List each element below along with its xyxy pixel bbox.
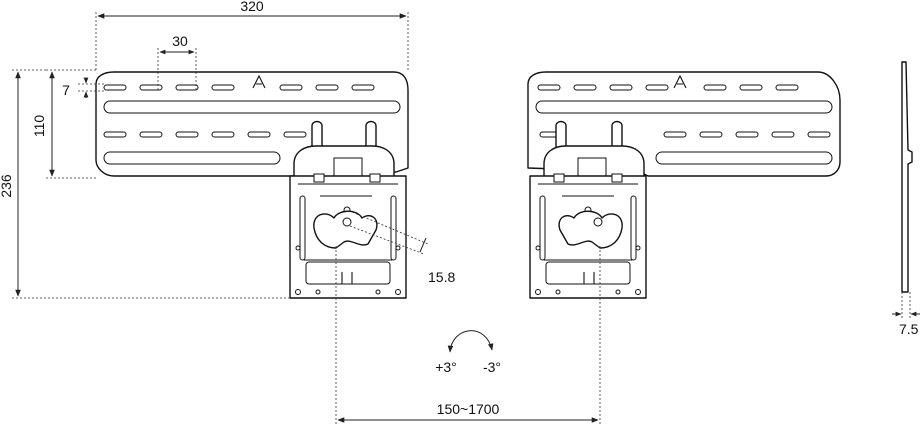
label-adjustable-range: 150~1700 xyxy=(437,401,500,417)
left-hinge-block xyxy=(333,157,363,179)
label-width-320: 320 xyxy=(240,0,264,14)
label-thickness-7-5: 7.5 xyxy=(899,321,919,337)
dim-slot-height-7 xyxy=(78,77,104,98)
right-slot-row-mid xyxy=(539,131,831,138)
dim-slot-pitch-30 xyxy=(157,48,197,92)
label-total-height-236: 236 xyxy=(0,174,14,198)
dim-tilt-offset-15-8 xyxy=(349,211,429,255)
side-profile-plate xyxy=(901,61,913,293)
left-heart-cutout xyxy=(313,210,378,249)
label-tilt-plus: +3° xyxy=(435,359,457,375)
right-heart-cutout xyxy=(558,210,623,249)
tilt-rotation-arc-icon xyxy=(447,330,494,353)
left-long-slot-upper xyxy=(103,100,401,114)
side-profile xyxy=(892,61,920,318)
left-slot-row-top xyxy=(103,84,375,91)
dim-plate-height-110 xyxy=(46,69,96,179)
right-long-slot-upper xyxy=(535,100,833,114)
right-bracket xyxy=(527,71,841,299)
left-hook-2 xyxy=(365,120,377,149)
left-logo-icon xyxy=(252,74,266,89)
right-hook-2 xyxy=(611,120,623,149)
right-hook-1 xyxy=(555,120,567,149)
label-tilt-minus: -3° xyxy=(483,359,501,375)
right-logo-icon xyxy=(673,74,687,89)
left-long-slot-lower xyxy=(103,151,281,165)
left-hook-1 xyxy=(311,120,323,149)
left-bracket xyxy=(95,71,409,299)
right-hinge-block xyxy=(577,157,607,179)
right-slot-row-top xyxy=(537,84,799,91)
dim-total-height-236 xyxy=(12,69,290,299)
left-slot-row-mid xyxy=(103,131,307,138)
label-tilt-offset-15-8: 15.8 xyxy=(428,269,455,285)
label-slot-height-7: 7 xyxy=(62,82,70,98)
label-plate-height-110: 110 xyxy=(31,115,47,138)
right-long-slot-lower xyxy=(655,151,833,165)
label-slot-pitch-30: 30 xyxy=(172,33,188,49)
dim-width-320 xyxy=(95,12,409,70)
